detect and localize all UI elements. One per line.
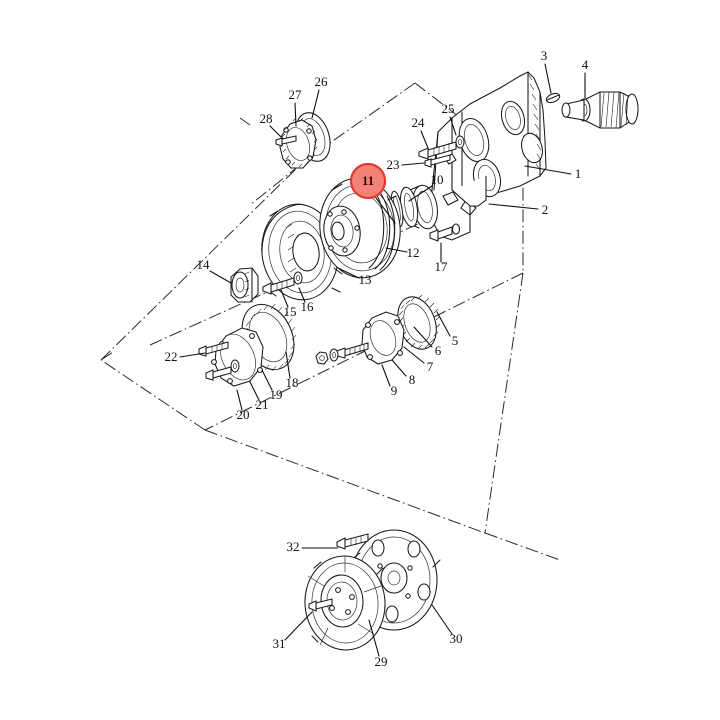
callout-number-6: 6 (435, 343, 442, 358)
callout-number-30: 30 (450, 631, 463, 646)
leader-line-11 (372, 193, 396, 224)
leader-line-21 (249, 381, 260, 401)
callout-number-28: 28 (260, 111, 273, 126)
callout-number-15: 15 (284, 304, 297, 319)
callout-number-22: 22 (165, 349, 178, 364)
callout-number-1: 1 (575, 166, 582, 181)
part-group-drive-plates (304, 529, 441, 651)
callout-number-26: 26 (315, 74, 329, 89)
leader-line-29 (368, 619, 380, 657)
callout-number-16: 16 (301, 299, 315, 314)
leader-line-18 (285, 351, 291, 379)
leader-line-24 (420, 130, 429, 149)
part-group-clamp-adapter (275, 112, 331, 169)
callout-leader-lines (179, 63, 586, 657)
leader-line-8 (391, 359, 407, 377)
callout-number-3: 3 (541, 48, 548, 63)
leader-line-3 (544, 63, 552, 94)
callout-number-10: 10 (431, 172, 444, 187)
callout-number-18: 18 (286, 375, 299, 390)
callout-number-12: 12 (407, 245, 420, 260)
leader-line-10 (408, 185, 433, 202)
callout-number-32: 32 (287, 539, 300, 554)
leader-line-20 (236, 389, 243, 411)
callout-number-27: 27 (289, 87, 303, 102)
leader-line-13 (337, 267, 360, 279)
callout-number-19: 19 (270, 387, 283, 402)
callout-number-7: 7 (427, 359, 434, 374)
part-hub-4 (561, 91, 639, 129)
leader-line-1 (524, 165, 572, 175)
callout-number-29: 29 (375, 654, 388, 669)
leader-line-31 (284, 611, 313, 641)
highlight-callout-number: 11 (362, 173, 374, 188)
highlight-circle[interactable] (349, 162, 387, 200)
leader-line-6 (413, 326, 433, 348)
part-group-housing (431, 71, 639, 241)
callout-number-9: 9 (391, 383, 398, 398)
leader-line-16 (298, 287, 306, 303)
callout-number-8: 8 (409, 372, 416, 387)
leader-line-9 (381, 364, 391, 387)
leader-line-22 (179, 352, 206, 358)
leader-line-28 (269, 125, 284, 140)
callout-number-17: 17 (435, 259, 449, 274)
leader-line-25 (449, 116, 457, 136)
callout-number-5: 5 (452, 333, 459, 348)
part-group-cover-plate (315, 294, 441, 365)
callout-number-14: 14 (197, 257, 211, 272)
callout-number-2: 2 (542, 202, 549, 217)
callout-number-20: 20 (237, 407, 250, 422)
leader-line-26 (311, 89, 320, 119)
leader-line-7 (403, 346, 425, 364)
leader-line-12 (385, 247, 408, 253)
callout-number-24: 24 (412, 115, 426, 130)
leader-line-30 (431, 604, 453, 635)
leader-line-23 (401, 162, 425, 166)
leader-line-14 (209, 270, 232, 284)
callout-number-21: 21 (256, 397, 269, 412)
callout-number-4: 4 (582, 57, 589, 72)
callout-number-31: 31 (273, 636, 286, 651)
part-washer-25 (455, 135, 465, 149)
part-group-gaskets (198, 303, 297, 387)
callout-number-23: 23 (387, 157, 400, 172)
leader-line-2 (488, 203, 539, 210)
callout-number-13: 13 (359, 272, 372, 287)
highlight-marker-callout-11[interactable]: 11 (349, 162, 387, 200)
part-group-hub-bearing (230, 267, 303, 303)
leader-line-19 (261, 369, 273, 391)
leader-line-27 (294, 102, 297, 127)
leader-line-5 (436, 311, 451, 337)
leader-line-15 (280, 289, 289, 308)
callout-number-25: 25 (442, 101, 455, 116)
